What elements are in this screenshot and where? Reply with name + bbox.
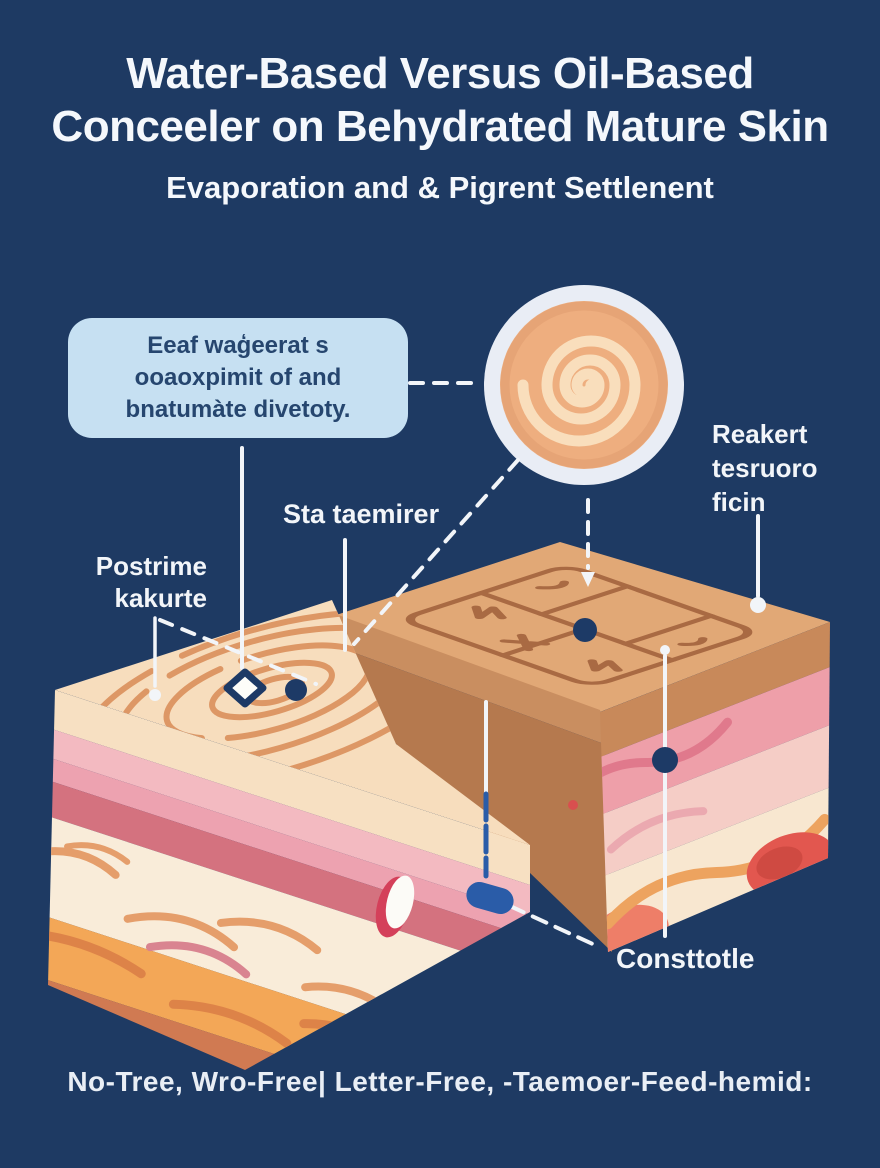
right-block-side-face bbox=[333, 645, 612, 952]
pot-left-pointer-dash bbox=[352, 458, 520, 646]
egg-marker bbox=[375, 875, 415, 938]
callout-line-1: Eeaf waģeerat s bbox=[147, 331, 329, 359]
pigment-dot-right-front bbox=[652, 747, 678, 773]
label-top-right-line-1: Reakert bbox=[712, 419, 808, 449]
capsule-pointer-dash bbox=[508, 904, 599, 948]
title-line-1: Water-Based Versus Oil-Based bbox=[126, 49, 754, 98]
title-line-2: Conceeler on Behydrated Mature Skin bbox=[51, 101, 829, 151]
pigment-dot-right-top bbox=[573, 618, 597, 642]
white-dot-left bbox=[149, 689, 161, 701]
label-left: Postrime kakurte bbox=[60, 551, 207, 614]
pigment-crack-grid bbox=[405, 566, 753, 685]
callout-box: Eeaf waģeerat s ooaoxpimit of and bnatum… bbox=[68, 318, 408, 438]
callout-line-2: ooaoxpimit of and bbox=[134, 363, 342, 391]
label-top-right-line-3: ficin bbox=[712, 486, 766, 517]
red-speck bbox=[568, 800, 578, 810]
right-block-side-edge bbox=[330, 612, 604, 744]
diamond-marker bbox=[223, 668, 267, 708]
page-title: Water-Based Versus Oil-Based Conceeler o… bbox=[0, 48, 880, 154]
label-bottom: Consttotle bbox=[616, 943, 755, 974]
pigment-dot-left-top bbox=[285, 679, 307, 701]
white-dot-bottom-line bbox=[660, 645, 670, 655]
pot-swirl bbox=[517, 335, 641, 447]
white-dot-right bbox=[750, 597, 766, 613]
label-left-line-1: Postrime bbox=[95, 551, 207, 581]
page-subtitle: Evaporation and & Pigrent Settlenent bbox=[166, 170, 714, 205]
label-top-right-line-2: tesruoro bbox=[712, 452, 818, 483]
label-top-right: Reakert tesruoro ficin bbox=[712, 418, 817, 519]
left-label-dash bbox=[158, 618, 318, 686]
pin-capsule bbox=[466, 700, 514, 915]
callout-line-3: bnatumàte divetoty. bbox=[125, 396, 351, 424]
label-surface: Sta taemirer bbox=[283, 499, 440, 529]
label-left-line-2: kakurte bbox=[114, 582, 208, 613]
pointer-lines bbox=[153, 381, 760, 948]
concealer-pot bbox=[484, 285, 684, 485]
footer-text: No-Tree, Wro-Free| Letter-Free, -Taemoer… bbox=[67, 1066, 813, 1097]
arrowhead-marker bbox=[581, 572, 595, 587]
